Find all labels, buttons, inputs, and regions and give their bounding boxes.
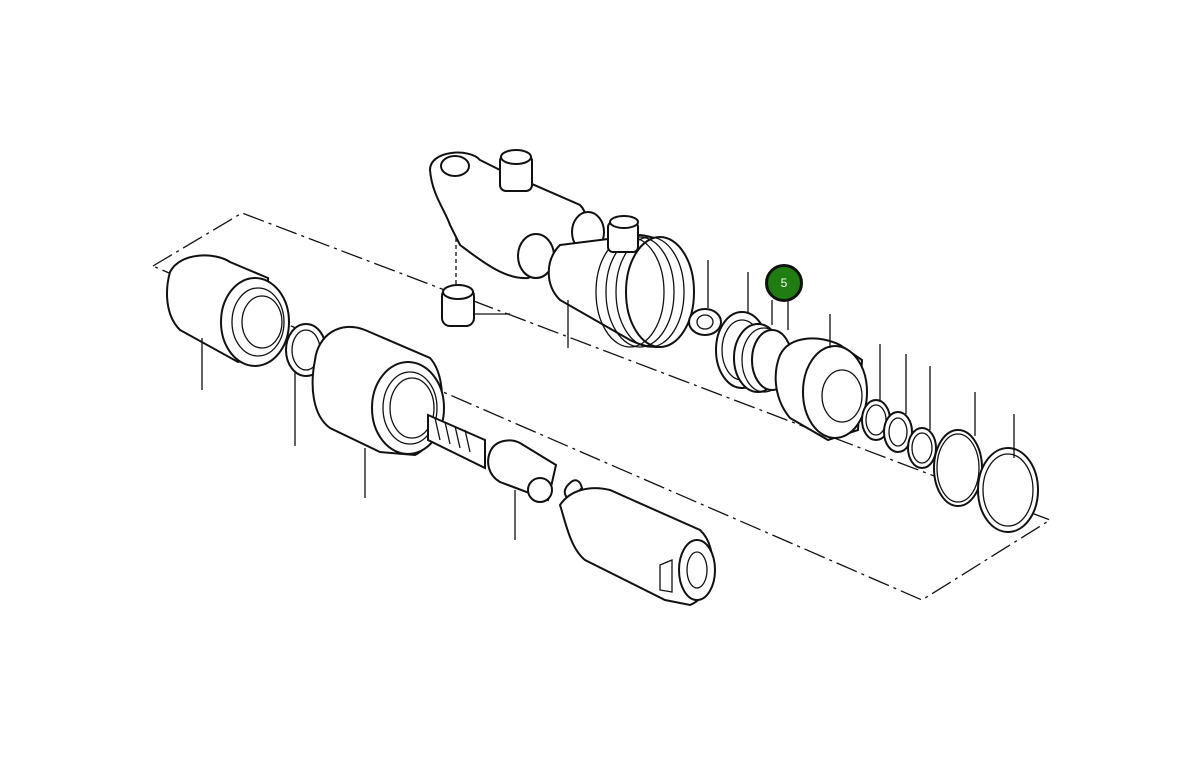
cylinder-head-nut[interactable]: [311, 325, 445, 498]
lock-nut[interactable]: [688, 260, 722, 336]
grease-fitting[interactable]: [441, 238, 510, 327]
callout-badge-5[interactable]: 5: [765, 264, 803, 302]
piston[interactable]: [774, 314, 868, 442]
o-ring[interactable]: [883, 354, 913, 453]
large-seal-ring[interactable]: [933, 392, 983, 507]
large-o-ring[interactable]: [977, 414, 1039, 533]
wear-ring[interactable]: [907, 366, 937, 469]
seal-rings[interactable]: [715, 272, 793, 393]
piston-rod[interactable]: [427, 413, 716, 607]
gland-head[interactable]: [166, 254, 290, 390]
cylinder-barrel[interactable]: [428, 149, 695, 348]
